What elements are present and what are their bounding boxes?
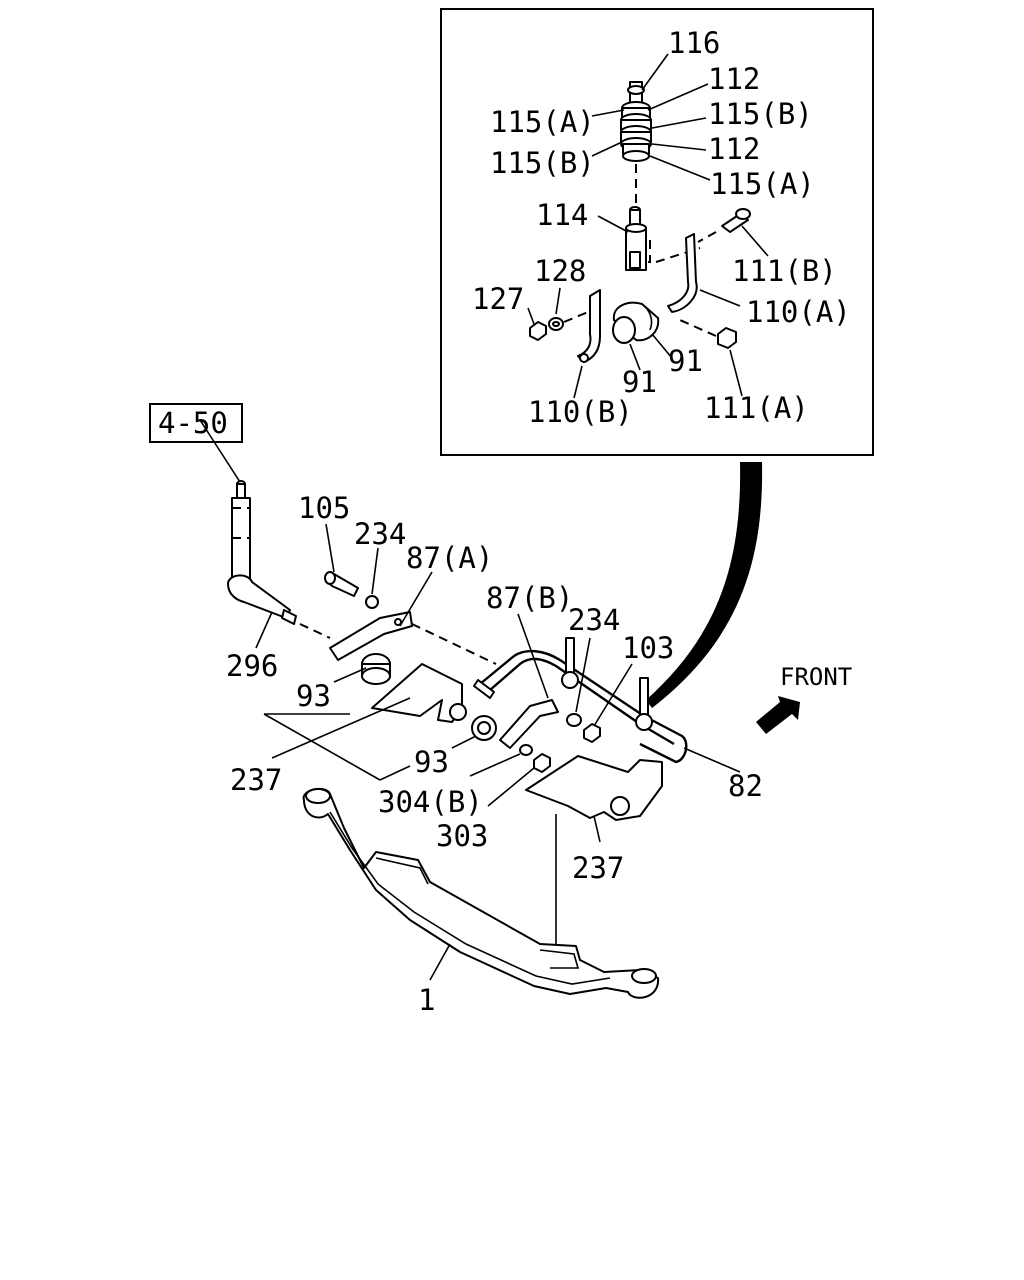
stud-234-drawing — [561, 637, 579, 689]
detail-pointer-arrow — [646, 462, 763, 708]
callout-110a: 110(A) — [746, 295, 851, 329]
callout-91-right: 91 — [668, 344, 703, 378]
main-leaders — [255, 523, 741, 981]
washer-304b-drawing — [519, 744, 533, 756]
ref-box-label: 4-50 — [158, 406, 228, 440]
callout-87b: 87(B) — [486, 581, 573, 615]
callout-296: 296 — [226, 649, 278, 683]
bracket-87a-drawing — [329, 611, 413, 661]
callout-234-left: 234 — [354, 517, 406, 551]
callout-115b-left: 115(B) — [490, 146, 595, 180]
stud-103-drawing — [635, 677, 653, 731]
callout-303: 303 — [436, 819, 488, 853]
detail-box: 116 112 115(A) 115(B) 115(B) 112 115(A) … — [440, 8, 874, 456]
callout-105: 105 — [298, 491, 350, 525]
main-labels: 105 234 87(A) 296 87(B) 234 103 93 93 23… — [226, 491, 763, 1017]
callout-91-bottom: 91 — [622, 365, 657, 399]
callout-112-top: 112 — [708, 62, 760, 96]
callout-127: 127 — [472, 282, 524, 316]
washer-234-left-drawing — [365, 595, 379, 609]
bushing-93-top-drawing — [361, 653, 391, 685]
callout-1: 1 — [418, 983, 435, 1017]
callout-115b-right: 115(B) — [708, 97, 813, 131]
callout-112-bottom: 112 — [708, 132, 760, 166]
bushing-stack-drawing — [620, 81, 652, 162]
front-arrow-icon — [756, 696, 800, 734]
link-114-drawing — [625, 206, 647, 271]
ref-box: 4-50 — [149, 403, 243, 443]
washer-234-right-drawing — [566, 713, 582, 727]
detail-labels: 116 112 115(A) 115(B) 115(B) 112 115(A) … — [472, 26, 851, 429]
callout-237-right: 237 — [572, 851, 624, 885]
callout-114: 114 — [536, 198, 588, 232]
bracket-110a-drawing — [667, 233, 698, 313]
axle-beam-1-drawing — [302, 787, 660, 999]
nut-127-drawing — [529, 321, 547, 341]
callout-237-left: 237 — [230, 763, 282, 797]
callout-110b: 110(B) — [528, 395, 633, 429]
callout-128: 128 — [534, 254, 586, 288]
detail-leaders — [527, 53, 769, 399]
link-rod-296-drawing — [227, 480, 297, 625]
callout-93-top: 93 — [296, 679, 331, 713]
callout-115a-top: 115(A) — [490, 105, 595, 139]
mount-237-left-drawing — [371, 663, 463, 723]
callout-234-right: 234 — [568, 603, 620, 637]
nut-111a-drawing — [717, 327, 737, 349]
nut-303-drawing — [533, 753, 551, 773]
callout-111b: 111(B) — [732, 254, 837, 288]
callout-82: 82 — [728, 769, 763, 803]
bushing-91-drawing — [612, 301, 660, 344]
callout-87a: 87(A) — [406, 541, 493, 575]
callout-304b: 304(B) — [378, 785, 483, 819]
bracket-87b-drawing — [499, 699, 559, 749]
bolt-111b-drawing — [721, 208, 751, 233]
callout-116: 116 — [668, 26, 720, 60]
callout-93-bottom: 93 — [414, 745, 449, 779]
callout-111a: 111(A) — [704, 391, 809, 425]
callout-115a-bottom: 115(A) — [710, 167, 815, 201]
bushing-93-bottom-drawing — [471, 715, 497, 741]
nut-103-drawing — [583, 723, 601, 743]
front-label: FRONT — [780, 663, 852, 691]
callout-103: 103 — [622, 631, 674, 665]
